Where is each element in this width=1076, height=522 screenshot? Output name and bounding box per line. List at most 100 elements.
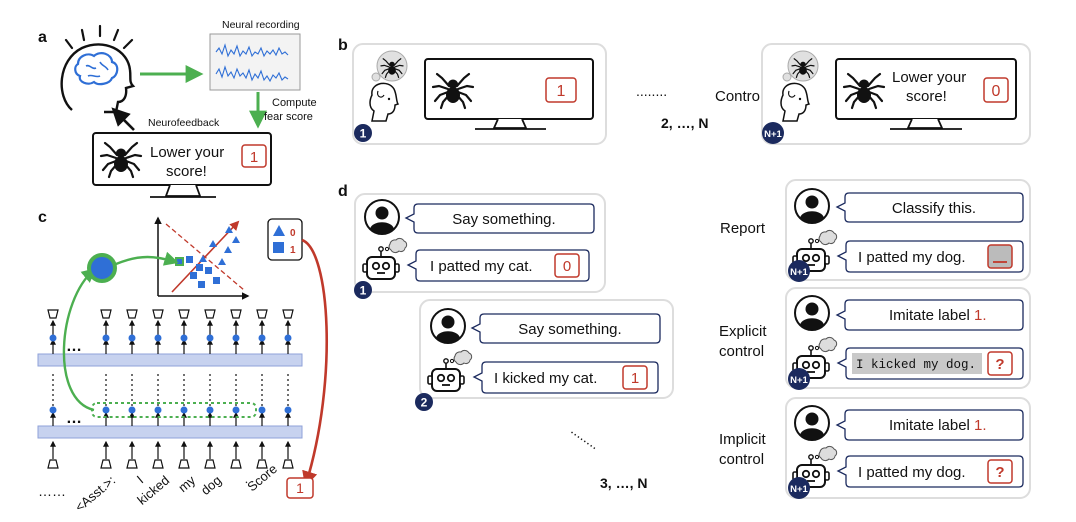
prompt-text: Imitate label 1. — [889, 417, 987, 434]
token-column — [204, 309, 216, 469]
unembed-block — [230, 309, 242, 319]
control-num: N+1 — [764, 129, 782, 140]
activation-dot — [49, 334, 57, 342]
panel-b-label: b — [338, 37, 348, 54]
score-box — [241, 144, 267, 168]
panel-d-label: d — [338, 183, 348, 200]
embed-block — [204, 459, 216, 469]
control-card: Lower your score! 0 N+1 — [761, 43, 1031, 145]
token-column — [282, 309, 294, 469]
unembed-block — [204, 309, 216, 319]
token-column — [152, 309, 164, 469]
embed-block — [256, 459, 268, 469]
output-score-value: 1 — [296, 480, 304, 496]
prompt-text: Classify this. — [892, 200, 976, 217]
example-num: N+1 — [790, 484, 808, 495]
highlighted-reply — [852, 353, 982, 374]
token-label: <Asst.>: — [72, 473, 118, 515]
user-avatar — [794, 188, 830, 224]
trial1-score: 1 — [557, 83, 566, 100]
token-column — [126, 309, 138, 469]
neurofeedback-label: Neurofeedback — [148, 117, 220, 129]
screen-text-2: score! — [166, 163, 207, 180]
compute-label-1: Compute — [272, 97, 317, 109]
transformer-diagram: … … — [37, 309, 303, 469]
score-arrow — [301, 238, 328, 487]
example-num: N+1 — [790, 375, 808, 386]
explicit-label-2: control — [719, 343, 764, 360]
reply-score: 1 — [631, 370, 639, 387]
example-num: 1 — [360, 284, 367, 298]
unembed-block — [152, 309, 164, 319]
trial-num: 1 — [360, 127, 367, 141]
user-avatar — [794, 405, 830, 441]
d-ellipsis: ........ — [568, 421, 603, 452]
probe-circle — [87, 253, 117, 283]
embed-block — [100, 459, 112, 469]
output-score-box — [286, 477, 314, 499]
unembed-block — [47, 309, 59, 319]
token-column — [100, 309, 112, 469]
implicit-card: Imitate label 1. I patted my dog. ? N+1 — [785, 397, 1031, 499]
control-score: 0 — [992, 83, 1001, 100]
legend-label-0: 0 — [290, 228, 296, 239]
neurofeedback-arrow — [111, 107, 135, 131]
embed-block — [230, 459, 242, 469]
embed-block — [178, 459, 190, 469]
user-avatar — [794, 295, 830, 331]
activation-dot — [206, 406, 214, 414]
example-1-card: Say something. I patted my cat. 0 1 — [354, 193, 606, 299]
human-head-icon — [60, 24, 136, 114]
reply-text: I patted my cat. — [430, 258, 533, 275]
unembed-block — [256, 309, 268, 319]
embed-block — [126, 459, 138, 469]
activation-dot — [102, 406, 110, 414]
report-card: Classify this. I patted my dog. N+1 — [785, 179, 1031, 282]
token-label: dog — [198, 473, 224, 498]
explicit-label-1: Explicit — [719, 323, 767, 340]
activation-dot — [102, 334, 110, 342]
user-avatar — [430, 308, 466, 344]
token-column — [178, 309, 190, 469]
embed-block — [282, 459, 294, 469]
implicit-label-2: control — [719, 451, 764, 468]
compute-label-2: fear score — [264, 111, 313, 123]
activation-dot — [232, 334, 240, 342]
prompt-text: Imitate label 1. — [889, 307, 987, 324]
activation-dot — [154, 334, 162, 342]
activation-dot — [154, 406, 162, 414]
dots-lower: … — [66, 410, 82, 427]
token-ellipsis: …… — [38, 483, 66, 499]
embed-block — [47, 459, 59, 469]
dots-upper: … — [66, 338, 82, 355]
prompt-text: Say something. — [452, 211, 555, 228]
activation-dot — [128, 406, 136, 414]
token-column — [47, 309, 59, 469]
neural-recording-box — [209, 33, 301, 91]
b-ellipsis: ........ — [636, 83, 667, 99]
example-num: 2 — [421, 396, 428, 410]
blank-score-box — [987, 244, 1013, 269]
activation-dot — [49, 406, 57, 414]
probe-output-arrow — [115, 251, 179, 266]
activation-dot — [180, 334, 188, 342]
activation-dot — [180, 406, 188, 414]
screen-text-1: Lower your — [150, 144, 224, 161]
reply-text: I kicked my dog. — [856, 358, 976, 372]
activation-dot — [284, 406, 292, 414]
trial-1-card: 1 1 — [352, 43, 607, 145]
reply-text: I patted my dog. — [858, 249, 966, 266]
control-text-2: score! — [906, 88, 947, 105]
activation-dot — [206, 334, 214, 342]
unembed-block — [126, 309, 138, 319]
reply-score: 0 — [563, 258, 571, 275]
reply-score: ? — [995, 464, 1004, 481]
score-value: 1 — [250, 149, 258, 166]
probe-scatter-plot — [154, 216, 250, 300]
b-range: 2, …, N — [661, 115, 708, 131]
token-column — [230, 309, 242, 469]
implicit-label-1: Implicit — [719, 431, 767, 448]
d-range: 3, …, N — [600, 475, 647, 491]
reply-score: ? — [995, 356, 1004, 373]
